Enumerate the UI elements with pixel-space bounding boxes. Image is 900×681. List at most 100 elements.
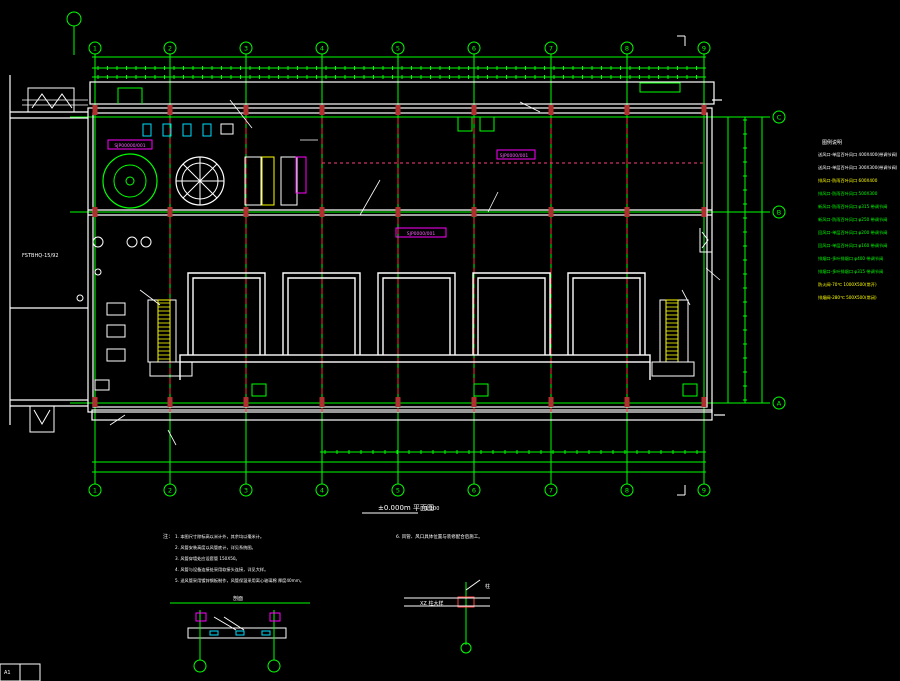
axis-bubble-5: [391, 483, 405, 497]
detail-label-right: 柱: [485, 583, 490, 590]
axis-bubble-8: [620, 41, 634, 55]
legend-item: 送风口-单层百叶风口 300X300(带调节阀): [818, 164, 898, 171]
detail-note: XZ 柱大样: [420, 600, 443, 607]
axis-number: 6: [472, 44, 476, 52]
column: [92, 397, 98, 407]
axis-bubble-1: [88, 41, 102, 55]
legend-title: 图例说明: [822, 139, 842, 146]
axis-number: 4: [320, 44, 324, 52]
legend-item: 排烟阀-280℃ 500X500(常闭): [818, 294, 877, 301]
detail-section-left: [170, 602, 310, 673]
note-line: 2. 风管安装高度以风管底计，详见系统图。: [175, 544, 256, 551]
axis-number: 9: [702, 486, 706, 494]
column: [701, 207, 707, 217]
detail-label-left: 剖面: [233, 595, 243, 602]
notes-block: 注： 1. 本图尺寸除标高以米计外，其余均以毫米计。 2. 风管安装高度以风管底计…: [163, 533, 483, 584]
axis-number: 3: [244, 44, 248, 52]
fan-equipment: [76, 116, 698, 397]
legend-item: 回风口-单层百叶风口 φ200 带调节阀: [818, 229, 887, 236]
axis-number: 5: [396, 44, 400, 52]
legend-item: 送风口-单层百叶风口 400X400(带调节阀): [818, 151, 898, 158]
column: [319, 207, 325, 217]
axis-letter: C: [777, 113, 782, 121]
plan-title: ±0.000m 平面图: [378, 504, 434, 512]
column: [701, 105, 707, 115]
axis-number: 4: [320, 486, 324, 494]
note-line: 5. 送风管采用镀锌钢板制作，风管保温采用离心玻璃棉 厚度40mm。: [175, 577, 304, 584]
axis-number: 8: [625, 486, 629, 494]
column: [167, 105, 173, 115]
column: [319, 105, 325, 115]
axis-number: 7: [549, 486, 553, 494]
axis-bubble-1: [88, 483, 102, 497]
column: [471, 397, 477, 407]
bottom-table-cell: A1: [4, 670, 11, 676]
axis-bubble-6: [467, 41, 481, 55]
legend-items: 送风口-单层百叶风口 400X400(带调节阀) 送风口-单层百叶风口 300X3…: [818, 151, 898, 301]
legend-item: 排风口-防雨百叶风口 500X300: [818, 190, 878, 197]
legend-item: 防火阀-70℃ 1000X500(常开): [818, 281, 877, 288]
dimension-ticks: [97, 66, 747, 454]
axis-bubble-9: [697, 483, 711, 497]
note-line: 1. 本图尺寸除标高以米计外，其余均以毫米计。: [175, 533, 264, 540]
axis-number: 2: [168, 44, 172, 52]
notes-header: 注：: [163, 533, 173, 540]
axis-number: 6: [472, 486, 476, 494]
column: [548, 207, 554, 217]
column: [701, 397, 707, 407]
axis-bubble-6: [467, 483, 481, 497]
column: [624, 207, 630, 217]
axis-bubble-4: [315, 41, 329, 55]
axis-bubble-5: [391, 41, 405, 55]
axis-bubbles-right: CBA: [772, 110, 786, 410]
column: [624, 105, 630, 115]
column: [92, 207, 98, 217]
column: [167, 207, 173, 217]
axis-number: 1: [93, 486, 97, 494]
break-marks: [677, 35, 686, 496]
column: [395, 397, 401, 407]
column: [243, 105, 249, 115]
legend-item: 排风口-防雨百叶风口 600X400: [818, 177, 878, 184]
axis-number: 1: [93, 44, 97, 52]
notes-right: 6. 风管、风口具体位置与装修配合后施工。: [396, 533, 483, 540]
axis-number: 8: [625, 44, 629, 52]
axis-bubble-A: [772, 396, 786, 410]
axis-number: 2: [168, 486, 172, 494]
axis-number: 3: [244, 486, 248, 494]
axis-number: 7: [549, 44, 553, 52]
axis-bubble-3: [239, 483, 253, 497]
axis-bubble-7: [544, 41, 558, 55]
axis-bubble-B: [772, 205, 786, 219]
column: [548, 105, 554, 115]
axis-bubble-2: [163, 41, 177, 55]
legend-item: 排烟口-多叶排烟口 φ315 带调节阀: [818, 268, 883, 275]
room-tag-north: SJP00000/001: [114, 143, 145, 149]
column: [395, 105, 401, 115]
column: [471, 105, 477, 115]
title-block-fragment: [0, 663, 41, 681]
column: [92, 105, 98, 115]
room-tags: [107, 82, 681, 238]
axis-bubble-9: [697, 41, 711, 55]
legend-panel: 图例说明 送风口-单层百叶风口 400X400(带调节阀)送风口-单层百叶风口 …: [818, 139, 898, 301]
legend-item: 新风口-防雨百叶风口 φ250 带调节阀: [818, 216, 887, 223]
leader-lines: [22, 99, 721, 446]
north-marker: [66, 11, 82, 55]
column: [243, 207, 249, 217]
axis-bubble-C: [772, 110, 786, 124]
column: [395, 207, 401, 217]
stair-steps: [158, 302, 678, 360]
equipment-frames: [179, 272, 651, 380]
column: [243, 397, 249, 407]
columns: [92, 105, 707, 407]
room-tag-center: SJP0000/001: [500, 153, 529, 159]
room-tag-mid: SJP0000/001: [407, 231, 436, 237]
left-system-label: FSTBHQ-15/92: [22, 253, 59, 259]
note-line: 3. 风管穿墙处应设套管 150X50。: [175, 555, 240, 562]
axis-bubble-8: [620, 483, 634, 497]
legend-item: 回风口-单层百叶风口 φ160 带调节阀: [818, 242, 887, 249]
detail-section-right: [404, 579, 490, 654]
